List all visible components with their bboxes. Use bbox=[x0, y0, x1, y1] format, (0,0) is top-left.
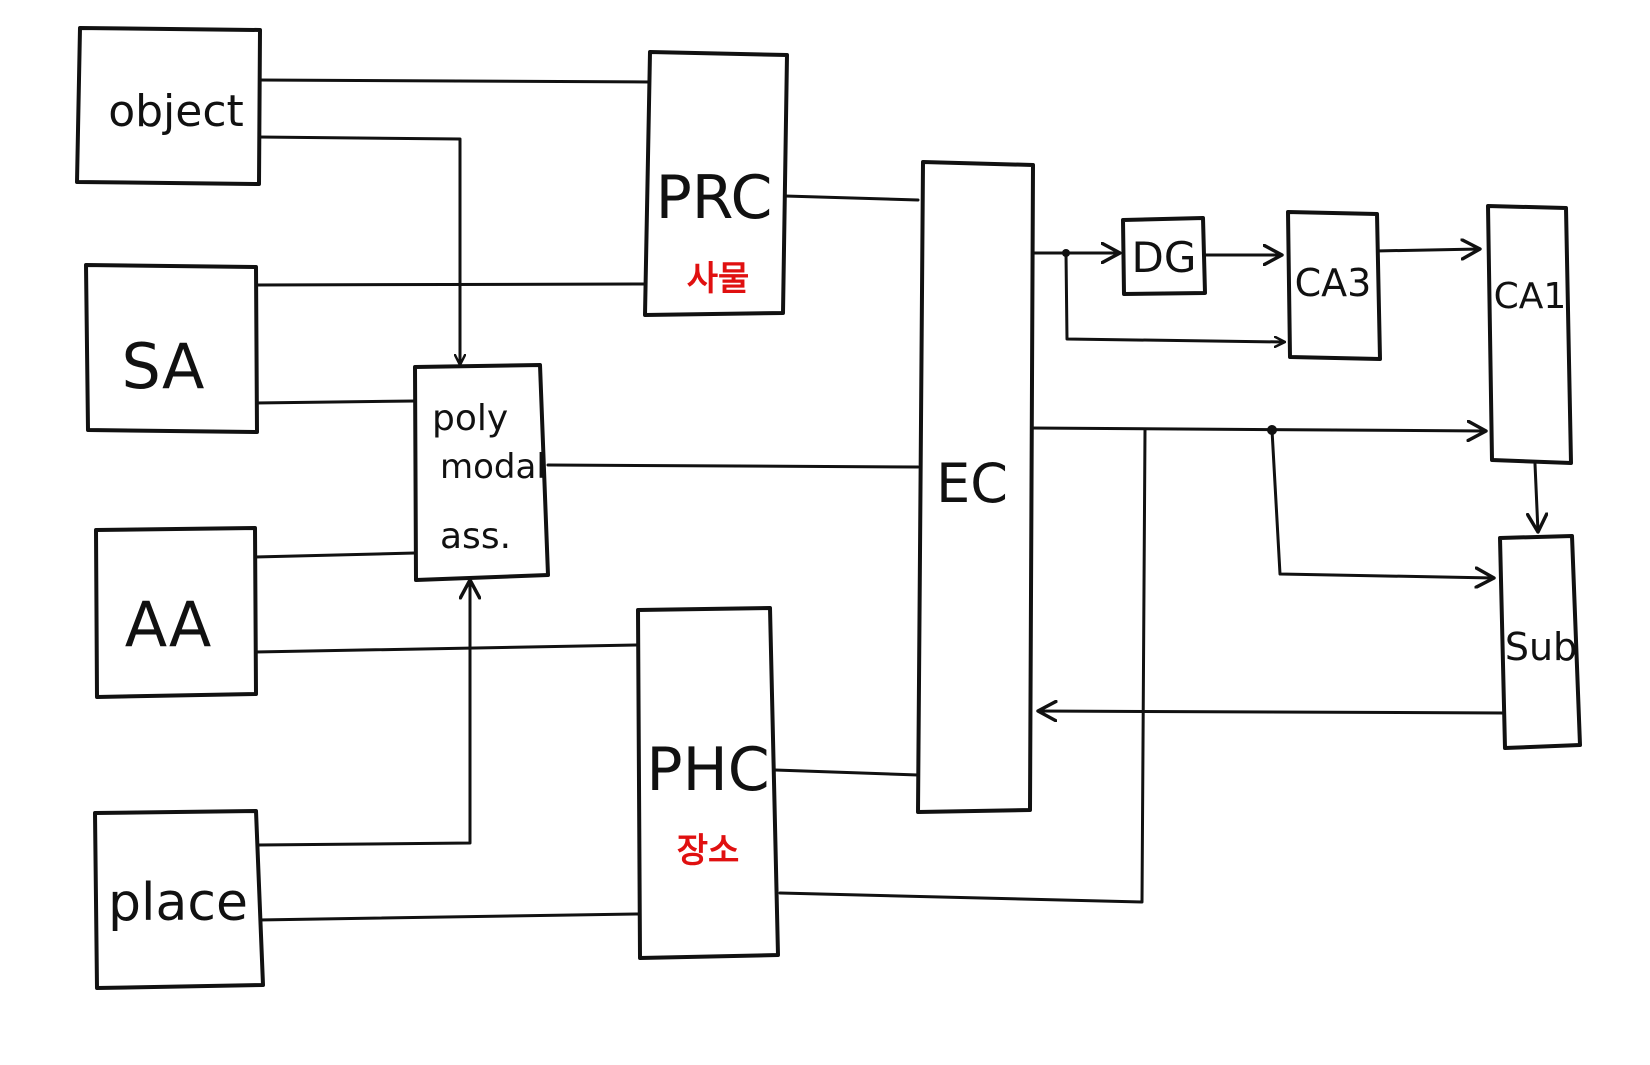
node-object-label: object bbox=[108, 86, 244, 137]
edge-object-polymodal bbox=[256, 135, 460, 364]
edge-ca3-ca1 bbox=[1373, 249, 1480, 251]
node-sa: SA bbox=[84, 263, 259, 434]
edge-aa-phc bbox=[253, 643, 640, 654]
node-polymodal-line3: ass. bbox=[440, 516, 511, 557]
edge-aa-polymodal bbox=[253, 551, 417, 559]
node-phc: PHC 장소 bbox=[636, 606, 780, 960]
node-place-label: place bbox=[108, 873, 248, 933]
node-ca1-label: CA1 bbox=[1494, 276, 1567, 317]
edge-polymodal-ec bbox=[546, 463, 920, 469]
edge-ca1-sub bbox=[1535, 462, 1538, 532]
edge-place-phc bbox=[256, 912, 640, 922]
edge-prc-ec bbox=[783, 194, 920, 202]
edge-sub-ec bbox=[1038, 711, 1507, 713]
node-object: object bbox=[75, 26, 262, 186]
junction-sub bbox=[1267, 425, 1277, 435]
edge-ec-sub bbox=[1270, 428, 1494, 578]
node-dg-label: DG bbox=[1132, 233, 1197, 282]
node-polymodal-line1: poly bbox=[432, 398, 508, 439]
node-ec-label: EC bbox=[936, 452, 1008, 515]
node-dg: DG bbox=[1121, 216, 1207, 296]
edge-ec-ca3 bbox=[1064, 251, 1284, 342]
node-prc-sublabel: 사물 bbox=[687, 259, 750, 299]
node-sa-label: SA bbox=[122, 330, 205, 403]
node-prc: PRC 사물 bbox=[643, 50, 789, 317]
edge-sa-polymodal bbox=[253, 399, 417, 405]
node-sub-label: Sub bbox=[1505, 625, 1577, 669]
node-ec: EC bbox=[916, 160, 1035, 814]
node-aa: AA bbox=[94, 526, 258, 699]
edge-phc-ec bbox=[773, 768, 920, 777]
node-phc-sublabel: 장소 bbox=[677, 831, 740, 871]
node-place: place bbox=[93, 809, 265, 990]
node-ca3: CA3 bbox=[1286, 210, 1382, 361]
edge-place-polymodal bbox=[256, 580, 470, 847]
node-phc-label: PHC bbox=[646, 735, 769, 805]
node-ca1: CA1 bbox=[1486, 204, 1573, 465]
node-prc-label: PRC bbox=[656, 163, 773, 233]
node-aa-label: AA bbox=[125, 588, 212, 661]
node-polymodal: poly modal ass. bbox=[413, 363, 550, 582]
edge-ec-ca1 bbox=[1028, 428, 1486, 431]
node-sub: Sub bbox=[1498, 534, 1582, 750]
edge-object-prc bbox=[256, 78, 652, 84]
node-ca3-label: CA3 bbox=[1295, 261, 1372, 305]
node-polymodal-line2: modal bbox=[440, 447, 546, 487]
junction-dg bbox=[1062, 249, 1070, 257]
edge-sa-prc bbox=[253, 282, 647, 287]
edge-ec-phc bbox=[778, 428, 1147, 904]
connections bbox=[253, 78, 1538, 922]
